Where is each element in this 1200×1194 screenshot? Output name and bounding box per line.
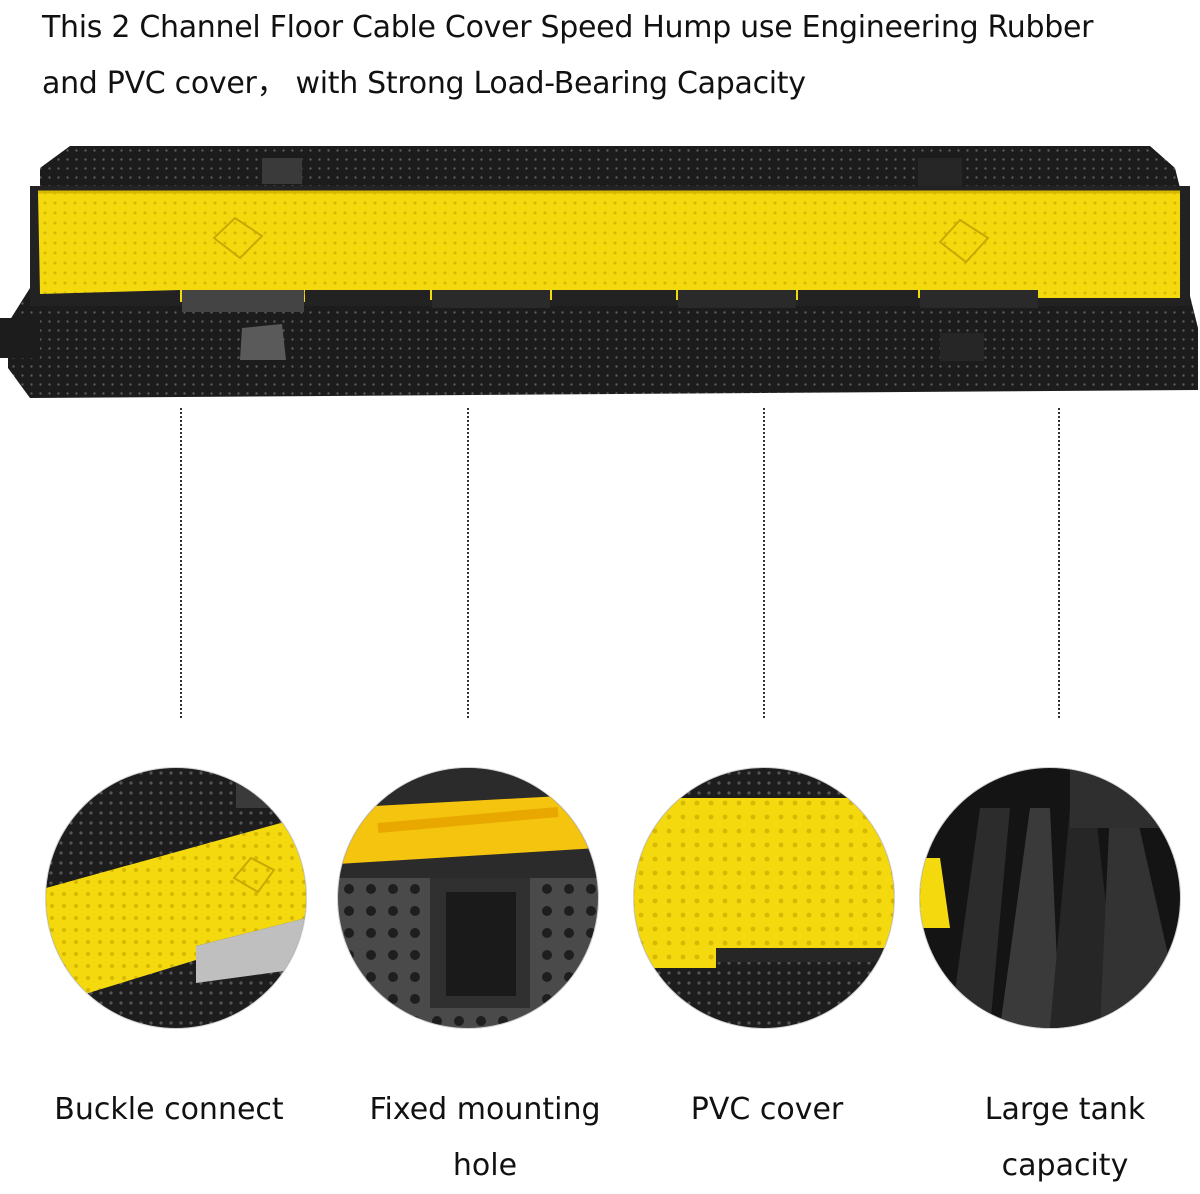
headline-line-1: This 2 Channel Floor Cable Cover Speed H… <box>42 10 1094 45</box>
leader-line-mounting-hole <box>467 408 469 718</box>
caption-large-tank-capacity: Large tank capacity <box>920 1082 1200 1194</box>
leader-line-pvc-cover <box>763 408 765 718</box>
detail-large-tank-capacity-image <box>920 768 1180 1028</box>
caption-buckle-connect-line-1: Buckle connect <box>54 1092 284 1127</box>
detail-pvc-cover-image <box>634 768 894 1028</box>
caption-pvc-cover-line-1: PVC cover <box>690 1092 844 1127</box>
caption-buckle-connect: Buckle connect <box>24 1082 314 1138</box>
caption-large-tank-capacity-line-1: Large tank <box>984 1092 1146 1127</box>
caption-fixed-mounting-hole: Fixed mounting hole <box>340 1082 630 1194</box>
headline-line-2: and PVC cover， with Strong Load-Bearing … <box>42 66 806 101</box>
detail-buckle-connect-image <box>46 768 306 1028</box>
leader-line-buckle <box>180 408 182 718</box>
detail-fixed-mounting-hole-image <box>338 768 598 1028</box>
leader-line-tank <box>1058 408 1060 718</box>
headline: This 2 Channel Floor Cable Cover Speed H… <box>42 0 1182 112</box>
caption-large-tank-capacity-line-2: capacity <box>1001 1148 1129 1183</box>
caption-pvc-cover: PVC cover <box>622 1082 912 1138</box>
caption-fixed-mounting-hole-line-1: Fixed mounting <box>369 1092 601 1127</box>
product-image <box>0 128 1200 418</box>
caption-fixed-mounting-hole-line-2: hole <box>452 1148 518 1183</box>
